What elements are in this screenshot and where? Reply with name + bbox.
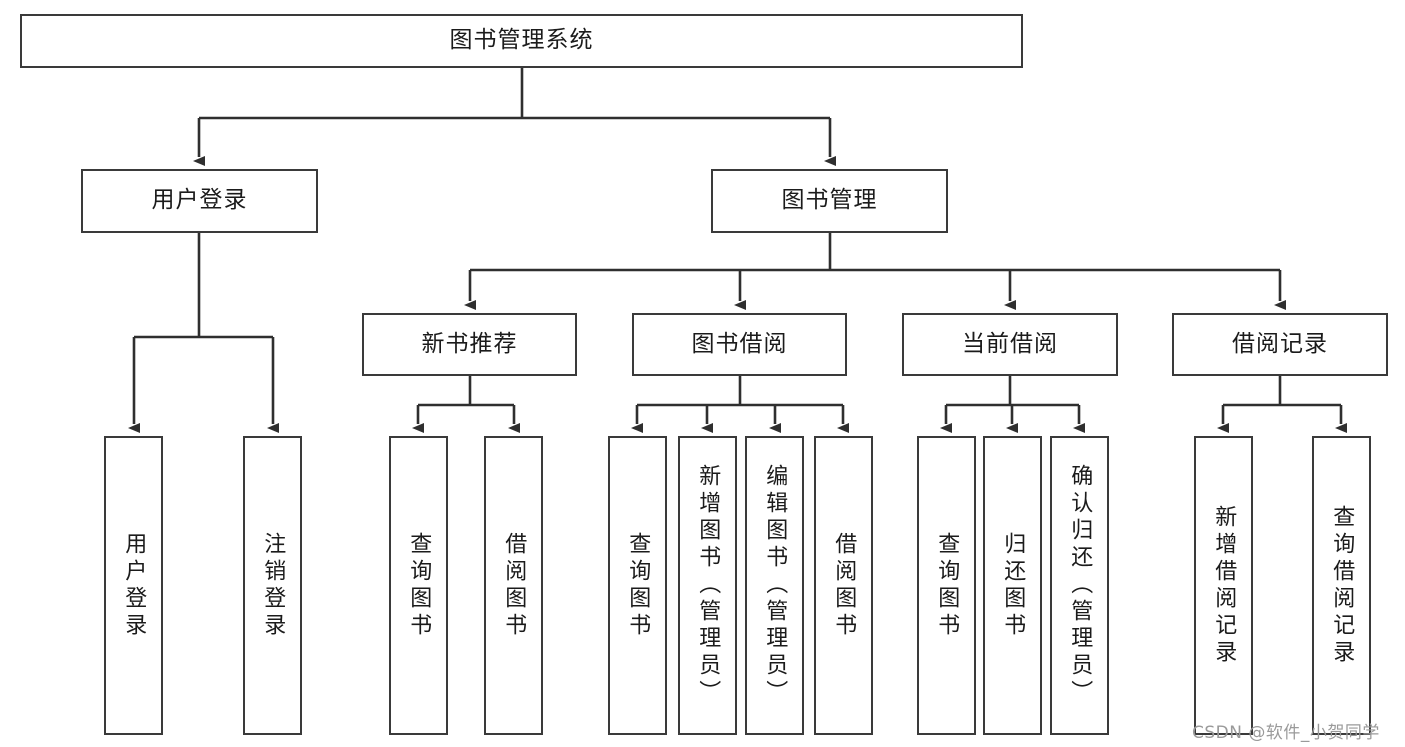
node-label: 注销登录 [260, 531, 286, 640]
node-label: 用户登录 [121, 531, 147, 640]
node-user-login[interactable]: 用户登录 [81, 169, 318, 233]
node-label: 新增图书（管理员） [695, 464, 721, 707]
node-label: 图书借阅 [691, 330, 788, 357]
node-leaf-query-borrow-record[interactable]: 查询借阅记录 [1312, 436, 1371, 735]
node-label: 归还图书 [1000, 531, 1026, 640]
node-label: 编辑图书（管理员） [762, 464, 788, 707]
node-current-borrow[interactable]: 当前借阅 [902, 313, 1118, 376]
node-leaf-edit-book-admin[interactable]: 编辑图书（管理员） [745, 436, 804, 735]
node-book-management[interactable]: 图书管理 [711, 169, 948, 233]
node-leaf-confirm-return-admin[interactable]: 确认归还（管理员） [1050, 436, 1109, 735]
node-borrow-record[interactable]: 借阅记录 [1172, 313, 1388, 376]
node-label: 借阅记录 [1232, 330, 1328, 357]
node-leaf-query-book-current[interactable]: 查询图书 [917, 436, 976, 735]
node-label: 查询图书 [625, 531, 651, 640]
node-system-title[interactable]: 图书管理系统 [20, 14, 1023, 68]
node-label: 查询图书 [934, 531, 960, 640]
node-label: 图书管理系统 [449, 27, 594, 54]
node-leaf-query-book-recommend[interactable]: 查询图书 [389, 436, 448, 735]
node-book-borrow[interactable]: 图书借阅 [632, 313, 847, 376]
node-label: 当前借阅 [962, 330, 1058, 357]
node-label: 查询图书 [406, 531, 432, 640]
node-leaf-borrow-book[interactable]: 借阅图书 [814, 436, 873, 735]
csdn-watermark: CSDN @软件_小贺同学 [1192, 723, 1380, 743]
node-leaf-user-login[interactable]: 用户登录 [104, 436, 163, 735]
node-label: 新增借阅记录 [1211, 504, 1237, 667]
node-label: 借阅图书 [831, 531, 857, 640]
node-leaf-query-book-borrow[interactable]: 查询图书 [608, 436, 667, 735]
node-leaf-add-borrow-record[interactable]: 新增借阅记录 [1194, 436, 1253, 735]
node-leaf-logout-login[interactable]: 注销登录 [243, 436, 302, 735]
node-label: 新书推荐 [421, 330, 518, 357]
node-label: 确认归还（管理员） [1067, 464, 1093, 707]
node-label: 图书管理 [781, 187, 878, 214]
node-leaf-add-book-admin[interactable]: 新增图书（管理员） [678, 436, 737, 735]
node-label: 借阅图书 [501, 531, 527, 640]
node-new-book-recommend[interactable]: 新书推荐 [362, 313, 577, 376]
node-label: 查询借阅记录 [1329, 504, 1355, 667]
node-label: 用户登录 [151, 187, 248, 214]
node-leaf-return-book[interactable]: 归还图书 [983, 436, 1042, 735]
node-leaf-borrow-book-recommend[interactable]: 借阅图书 [484, 436, 543, 735]
